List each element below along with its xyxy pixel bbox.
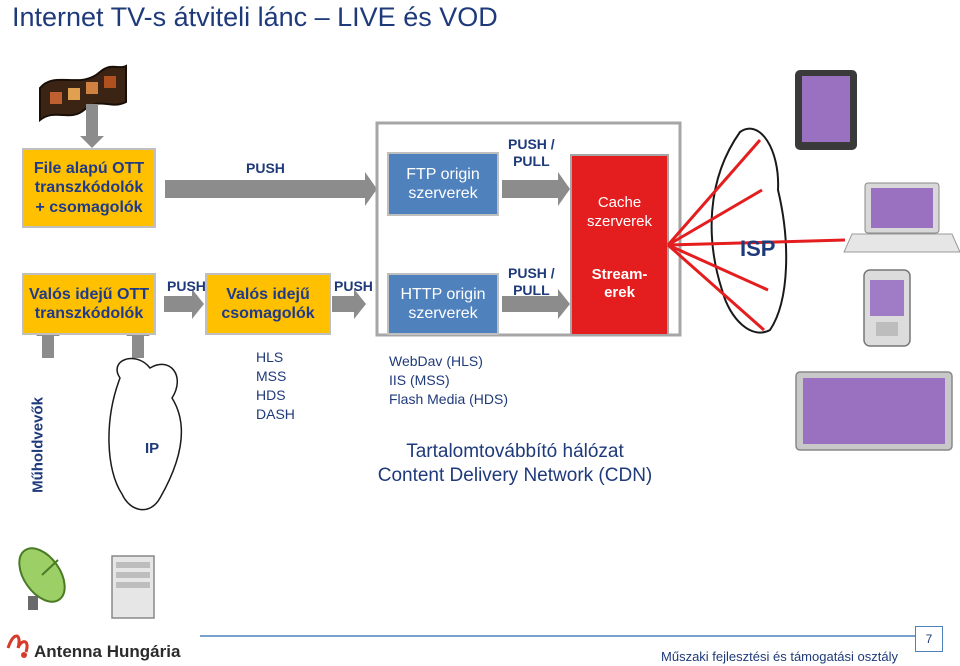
ip-cloud xyxy=(108,357,183,511)
list-item: HLS xyxy=(256,349,284,365)
list-item: WebDav (HLS) xyxy=(389,353,483,369)
live-ott-transcoders-box: Valós idejű OTT transzkódolók xyxy=(22,273,156,335)
formats-list: HLS MSS HDS DASH xyxy=(256,348,295,424)
cache-streamer-box xyxy=(570,154,669,336)
satellite-dish-icon xyxy=(18,547,66,610)
push-arrow-top xyxy=(165,180,365,198)
tv-icon xyxy=(795,371,953,451)
brand-name: Antenna Hungária xyxy=(34,642,181,661)
push-pull-arrow-top xyxy=(502,180,558,198)
servers-list: WebDav (HLS) IIS (MSS) Flash Media (HDS) xyxy=(389,352,508,409)
tablet-icon xyxy=(795,70,857,150)
cache-servers-label: Cache szerverek xyxy=(586,194,653,230)
push-pull-arrow-bottom xyxy=(502,296,558,312)
push-pull-label-top: PUSH / PULL xyxy=(508,136,555,169)
push-label-left: PUSH xyxy=(167,278,206,294)
file-ott-transcoders-box: File alapú OTT transzkódolók + csomagoló… xyxy=(22,148,156,228)
list-item: DASH xyxy=(256,405,295,422)
push-pull-label-bottom: PUSH / PULL xyxy=(508,265,555,298)
push-arrow-mid xyxy=(332,296,354,312)
antenna-hungaria-logo-icon xyxy=(6,634,29,658)
http-origin-box: HTTP origin szerverek xyxy=(387,273,499,335)
push-label-mid: PUSH xyxy=(334,278,373,294)
ip-label: IP xyxy=(145,440,160,457)
server-icon xyxy=(111,555,155,619)
ftp-origin-box: FTP origin szerverek xyxy=(387,152,499,216)
department-name: Műszaki fejlesztési és támogatási osztál… xyxy=(661,649,898,664)
laptop-icon xyxy=(843,182,960,253)
phone-icon xyxy=(863,269,911,347)
list-item: Flash Media (HDS) xyxy=(389,390,509,407)
isp-cloud xyxy=(710,127,788,334)
page-number: 7 xyxy=(915,626,943,652)
list-item: IIS (MSS) xyxy=(389,371,450,388)
isp-label: ISP xyxy=(740,236,776,261)
push-label-top: PUSH xyxy=(246,160,285,176)
list-item: HDS xyxy=(256,386,286,403)
push-arrow-left xyxy=(164,296,192,312)
list-item: MSS xyxy=(256,367,287,384)
live-packagers-box: Valós idejű csomagolók xyxy=(205,273,331,335)
satellite-receivers-label: Műholdvevők xyxy=(29,397,47,493)
cdn-frame xyxy=(375,121,682,337)
page-title: Internet TV-s átviteli lánc – LIVE és VO… xyxy=(12,2,498,32)
cdn-caption: Tartalomtovábbító hálózat Content Delive… xyxy=(377,441,653,486)
streamers-label: Stream- erek xyxy=(591,266,648,301)
film-reel-icon xyxy=(39,64,127,123)
